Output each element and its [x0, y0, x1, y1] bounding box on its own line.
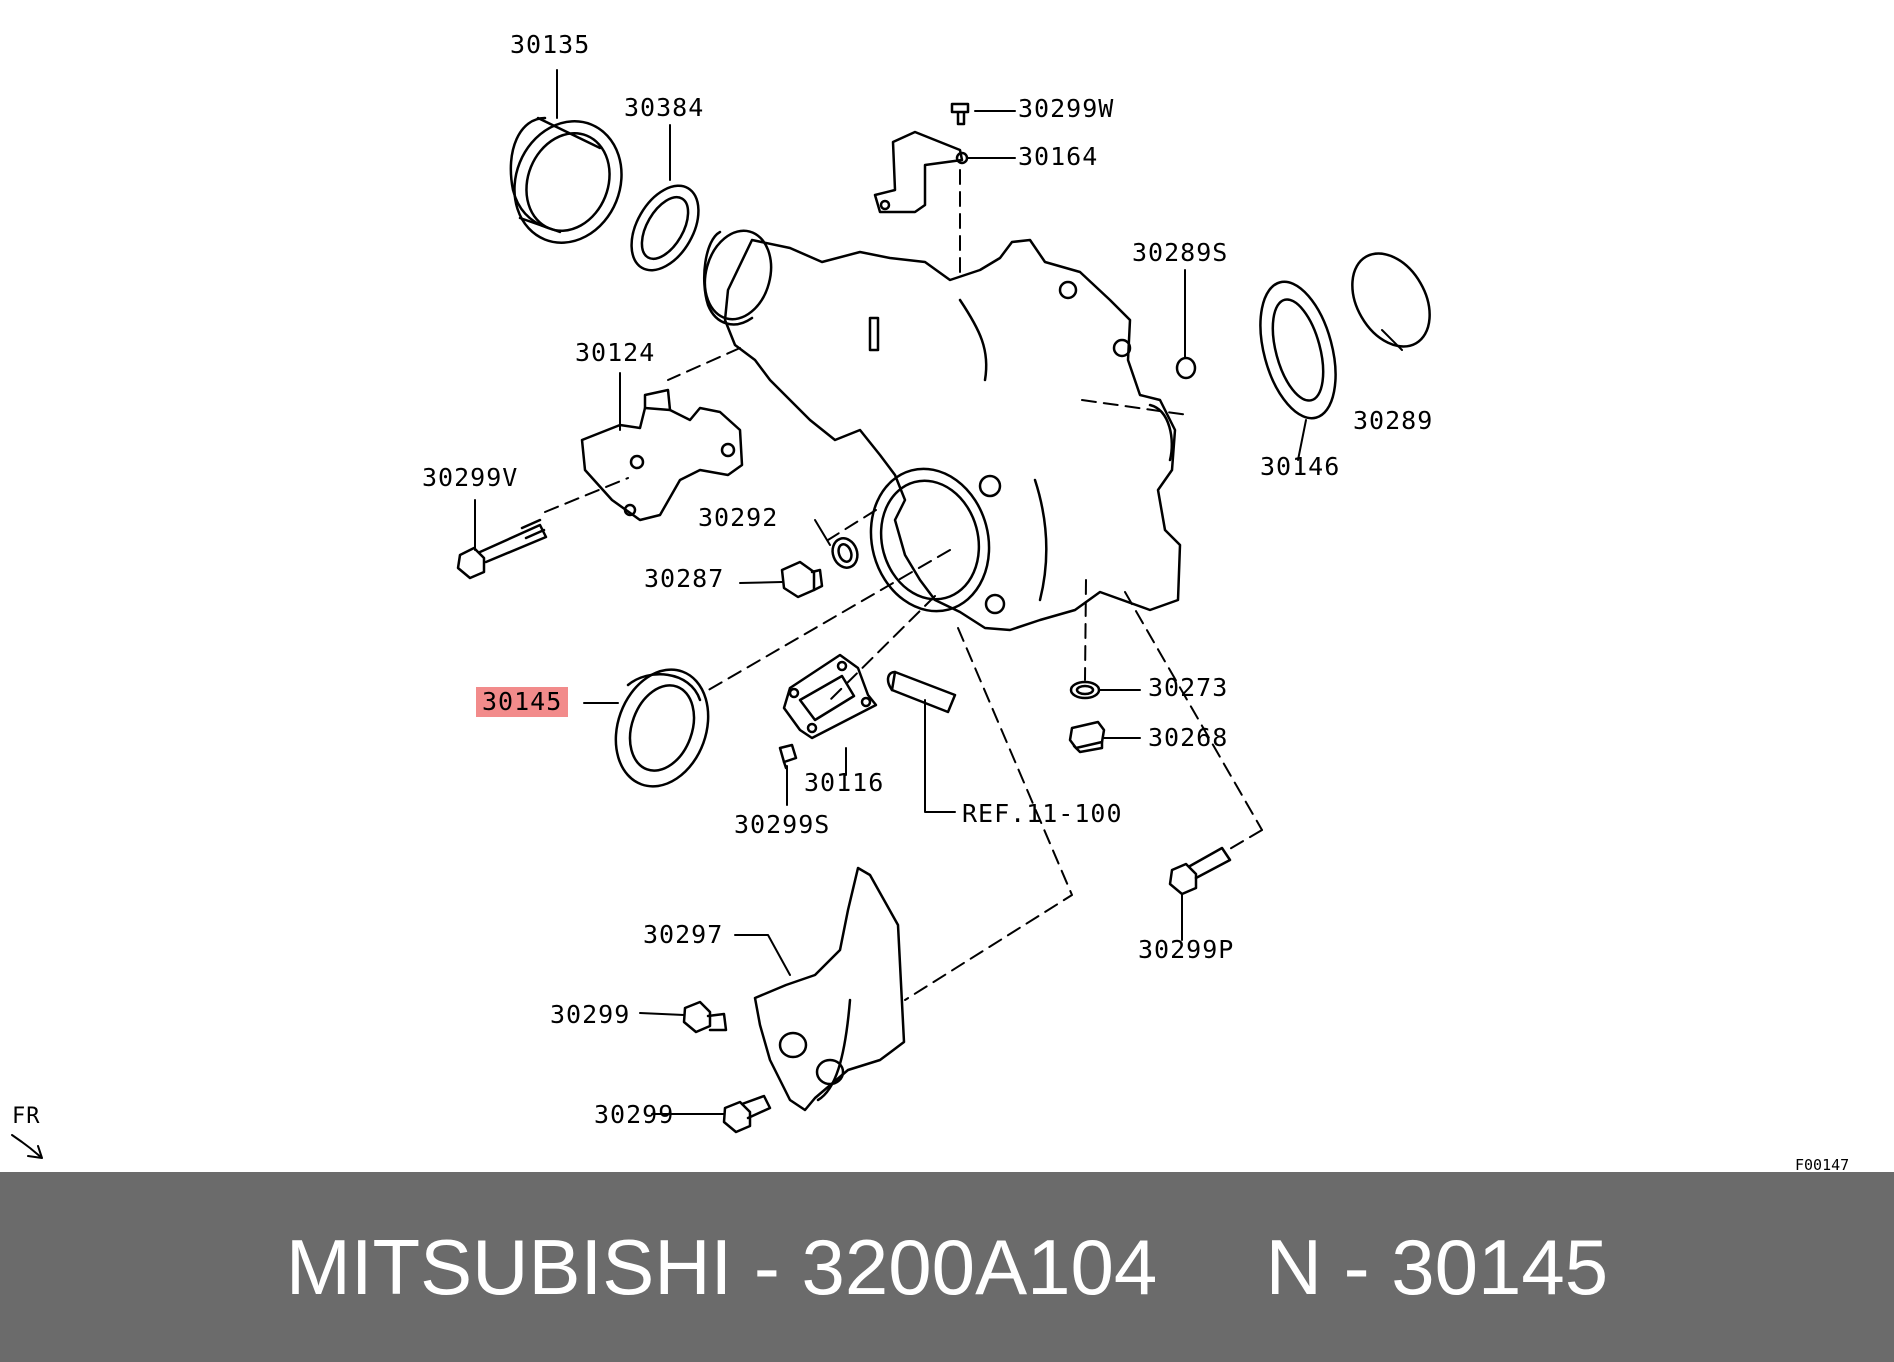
o-ring-30289s-icon [1175, 356, 1197, 380]
label-30299s: 30299S [734, 810, 831, 839]
front-direction-arrow-icon [11, 1134, 43, 1159]
label-30289: 30289 [1353, 406, 1434, 435]
parts-diagram: 30135 30384 30299W 30164 30289S 30124 30… [11, 30, 1850, 1174]
label-30299-lower: 30299 [594, 1100, 675, 1129]
bolt-30299w-icon [950, 102, 970, 126]
plug-30287-icon [780, 560, 824, 599]
washer-30292-icon [831, 537, 859, 569]
label-30273: 30273 [1148, 673, 1229, 702]
label-30299w: 30299W [1018, 94, 1115, 123]
label-30124: 30124 [575, 338, 656, 367]
cover-plate-30116-icon [782, 653, 878, 740]
o-ring-30289-icon [1351, 252, 1431, 348]
label-30116: 30116 [804, 768, 885, 797]
label-30299p: 30299P [1138, 935, 1235, 964]
label-ref-11-100: REF.11-100 [962, 799, 1123, 828]
label-30135: 30135 [510, 30, 591, 59]
footer-bar: MITSUBISHI - 3200A104 N - 30145 [0, 1172, 1894, 1362]
clip-ref-11-100-icon [886, 670, 957, 714]
long-bolt-30299v-icon [456, 518, 548, 580]
label-30145-highlighted: 30145 [476, 687, 569, 717]
label-30299-upper: 30299 [550, 1000, 631, 1029]
label-30289s: 30289S [1132, 238, 1229, 267]
footer-part-number: MITSUBISHI - 3200A104 N - 30145 [285, 1223, 1609, 1311]
dashed-leaders [544, 169, 1263, 1001]
label-30268: 30268 [1148, 723, 1229, 752]
label-30146: 30146 [1260, 452, 1341, 481]
bracket-30164-icon [873, 130, 969, 214]
label-30292: 30292 [698, 503, 779, 532]
bolt-30299p-icon [1168, 846, 1232, 896]
label-30384: 30384 [624, 93, 705, 122]
bolt-30299b-icon [722, 1094, 772, 1134]
sleeve-30135-icon [509, 116, 623, 244]
oil-seal-30146-icon [1259, 280, 1337, 420]
figure-code: F00147 [1795, 1156, 1850, 1174]
label-30287: 30287 [644, 564, 725, 593]
label-30297: 30297 [643, 920, 724, 949]
oil-seal-30384-icon [630, 184, 700, 272]
bolt-30299a-icon [682, 1000, 728, 1034]
solid-leaders [474, 69, 1403, 1115]
transfer-case-housing-icon [702, 229, 1182, 632]
bracket-30124-icon [580, 388, 744, 522]
washer-30273-icon [1069, 680, 1101, 700]
skid-plate-30297-icon [753, 866, 906, 1112]
oil-seal-30145-icon [614, 668, 710, 788]
direction-marker: FR [12, 1104, 41, 1129]
plug-30268-icon [1068, 720, 1106, 754]
small-bolt-30299s-icon [778, 743, 798, 770]
label-30299v: 30299V [422, 463, 519, 492]
label-30164: 30164 [1018, 142, 1099, 171]
exploded-view-drawing [11, 69, 1431, 1159]
